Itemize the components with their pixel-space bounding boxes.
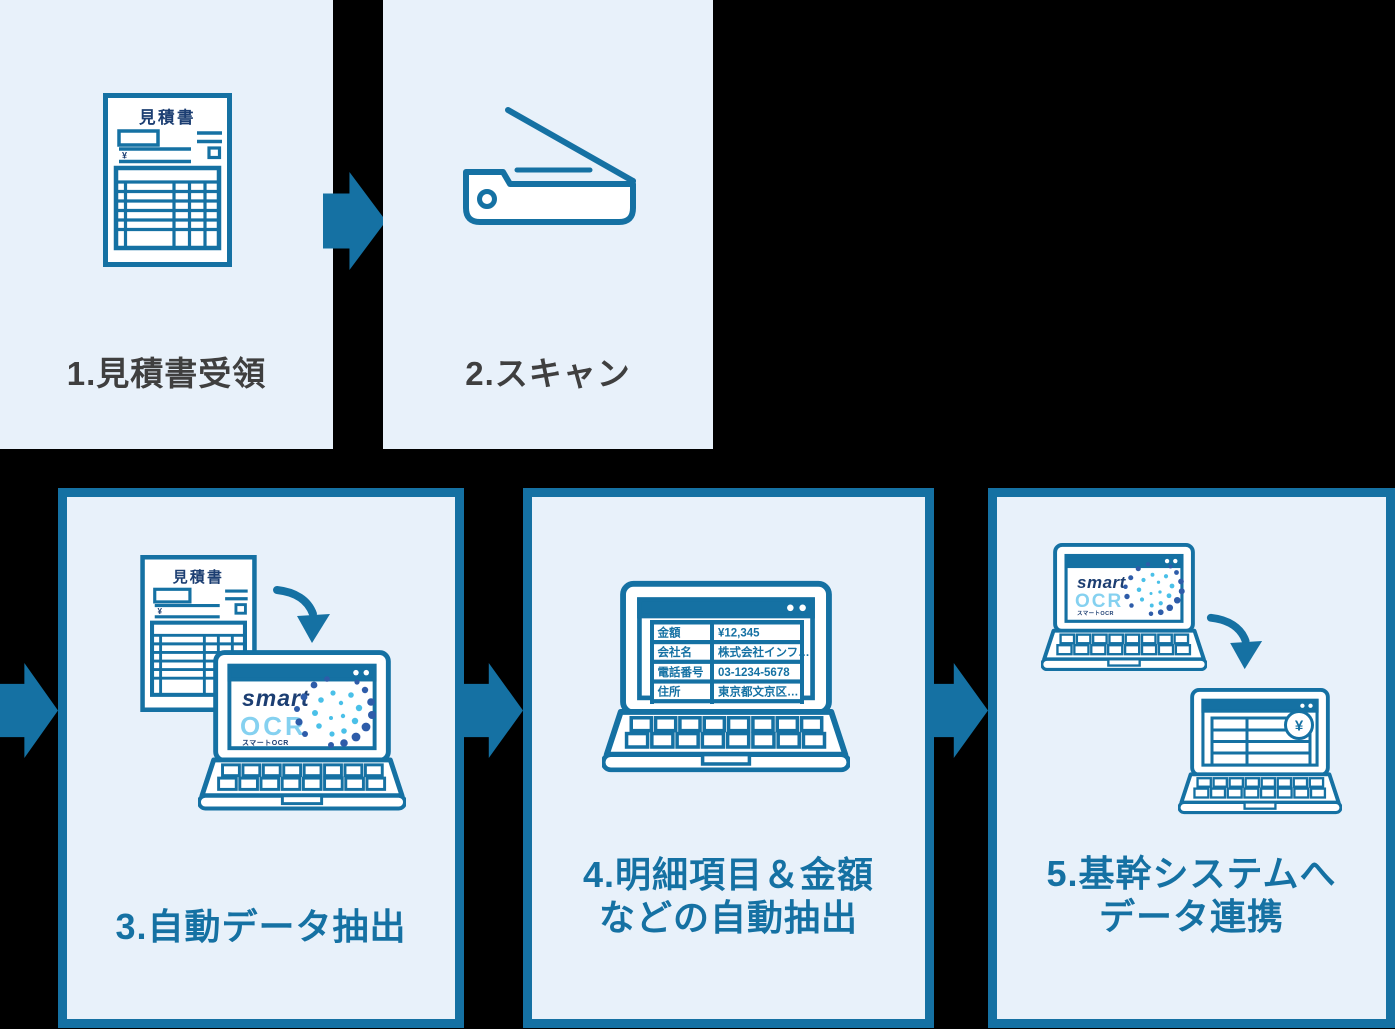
step-panel-3: smart OCR スマートOCR 3.自動データ抽出 xyxy=(58,488,464,1028)
svg-text:スマートOCR: スマートOCR xyxy=(1077,610,1114,617)
yen-badge: ¥ xyxy=(1284,710,1314,740)
quotation-document-icon xyxy=(103,93,232,267)
curved-arrow-icon xyxy=(270,582,334,648)
svg-text:金額: 金額 xyxy=(657,626,681,640)
svg-text:スマートOCR: スマートOCR xyxy=(242,739,289,747)
arrow-step4-to-step5 xyxy=(929,663,988,758)
svg-text:OCR: OCR xyxy=(240,711,307,741)
step-panel-1: 1.見積書受領 xyxy=(0,0,333,449)
step-2-label: 2.スキャン xyxy=(465,355,631,392)
core-system-laptop-icon: ¥ xyxy=(1178,688,1342,815)
curved-arrow-icon xyxy=(1204,606,1266,678)
svg-text:OCR: OCR xyxy=(1075,591,1123,612)
smartocr-logo: smart OCR スマートOCR xyxy=(1075,562,1185,617)
svg-text:株式会社インフ…: 株式会社インフ… xyxy=(718,645,810,659)
arrow-into-step3 xyxy=(0,663,58,758)
svg-text:smart: smart xyxy=(242,685,310,711)
scanner-icon xyxy=(463,107,636,225)
smartocr-laptop-icon: smart OCR スマートOCR xyxy=(198,650,406,813)
svg-text:¥12,345: ¥12,345 xyxy=(718,628,760,640)
svg-text:電話番号: 電話番号 xyxy=(658,665,704,679)
step-1-label: 1.見積書受領 xyxy=(66,355,267,392)
arrow-step3-to-step4 xyxy=(464,663,523,758)
svg-text:会社名: 会社名 xyxy=(657,645,693,659)
smartocr-laptop-icon: smart OCR スマートOCR xyxy=(1041,543,1207,672)
step-panel-5: smart OCR スマートOCR ¥ 5.基幹システムへ データ連携 xyxy=(988,488,1395,1028)
step-5-label: 5.基幹システムへ データ連携 xyxy=(1046,853,1337,937)
step-panel-4: 金額 ¥12,345 会社名 株式会社インフ… 電話番号 03-1234-567… xyxy=(523,488,934,1028)
step-panel-2: 2.スキャン xyxy=(383,0,713,449)
svg-text:03-1234-5678: 03-1234-5678 xyxy=(718,667,790,679)
extracted-data-table: 金額 ¥12,345 会社名 株式会社インフ… 電話番号 03-1234-567… xyxy=(650,620,810,706)
svg-text:smart: smart xyxy=(1077,573,1127,592)
step-3-label: 3.自動データ抽出 xyxy=(115,906,407,947)
svg-text:¥: ¥ xyxy=(1295,718,1304,735)
step-4-label: 4.明細項目＆金額 などの自動抽出 xyxy=(582,854,875,938)
svg-text:住所: 住所 xyxy=(658,685,681,699)
svg-text:東京都文京区…: 東京都文京区… xyxy=(718,685,799,699)
smartocr-logo: smart OCR スマートOCR xyxy=(240,676,376,748)
laptop-extracted-data-table-icon: 金額 ¥12,345 会社名 株式会社インフ… 電話番号 03-1234-567… xyxy=(602,580,850,776)
